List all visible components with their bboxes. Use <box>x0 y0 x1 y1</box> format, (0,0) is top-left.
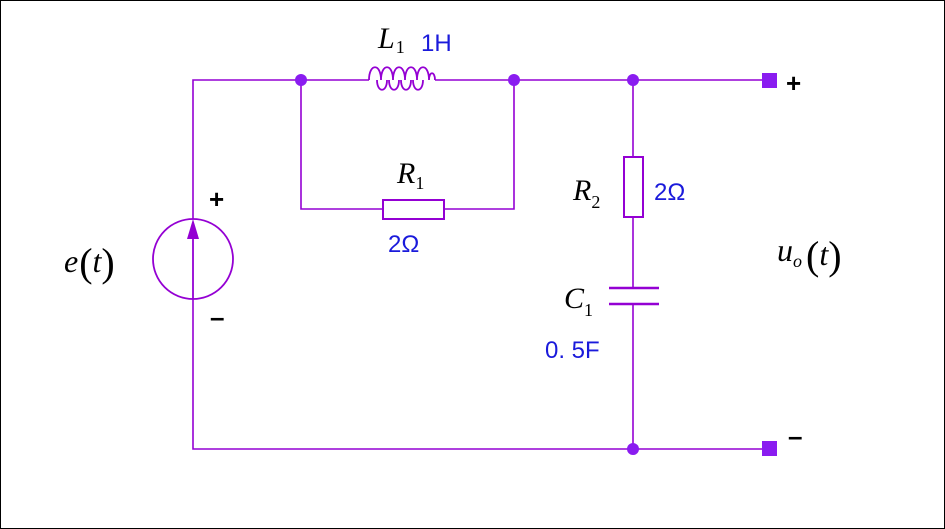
resistor-r2-body <box>623 156 644 218</box>
output-minus-sign: – <box>788 421 802 451</box>
wires <box>192 79 771 450</box>
source-open-paren: ( <box>79 240 92 285</box>
source-minus-sign: – <box>210 302 224 332</box>
inductor-l1-coil <box>368 66 436 81</box>
source-func: e <box>64 243 78 279</box>
label-r2-symbol: R <box>572 174 591 207</box>
node-dot <box>295 74 307 86</box>
terminal-bottom-square <box>762 441 777 456</box>
terminal-top-square <box>762 73 777 88</box>
output-label: uo(t) <box>777 232 842 278</box>
label-c1-index: 1 <box>584 300 593 320</box>
output-plus-sign: + <box>786 68 801 98</box>
label-r2: R2 <box>572 174 600 212</box>
label-r1-index: 1 <box>415 173 424 193</box>
output-sub: o <box>793 251 802 271</box>
source-close-paren: ) <box>101 240 114 285</box>
value-l1: 1H <box>421 30 452 57</box>
label-r1-symbol: R <box>396 157 415 190</box>
value-c1: 0. 5F <box>545 337 600 364</box>
inductor-l1-loops <box>376 79 424 91</box>
label-r2-index: 2 <box>591 192 600 212</box>
output-var: t <box>819 236 829 272</box>
value-r2: 2Ω <box>654 179 685 206</box>
wire-r1-branch-left <box>300 80 383 210</box>
arrow-up-icon <box>187 219 199 239</box>
wire-r1-branch-right <box>444 80 515 210</box>
label-l1: L1 <box>377 22 405 57</box>
label-l1-index: 1 <box>396 37 405 57</box>
value-r1: 2Ω <box>388 231 419 258</box>
nodes <box>295 74 639 455</box>
label-c1-symbol: C <box>564 282 585 315</box>
label-c1: C1 <box>564 282 593 320</box>
wire-left-top <box>192 79 369 239</box>
output-close-paren: ) <box>828 233 841 278</box>
resistor-r1-body <box>382 199 445 220</box>
output-open-paren: ( <box>806 233 819 278</box>
node-dot <box>508 74 520 86</box>
output-func: u <box>777 232 793 268</box>
node-dot <box>627 74 639 86</box>
label-r1: R1 <box>396 157 424 193</box>
wire-source-bottom <box>192 299 771 450</box>
label-l1-symbol: L <box>377 22 395 55</box>
source-var: t <box>93 243 103 279</box>
node-dot <box>627 443 639 455</box>
source-label: e(t) <box>64 240 115 285</box>
source-plus-sign: + <box>209 184 224 214</box>
